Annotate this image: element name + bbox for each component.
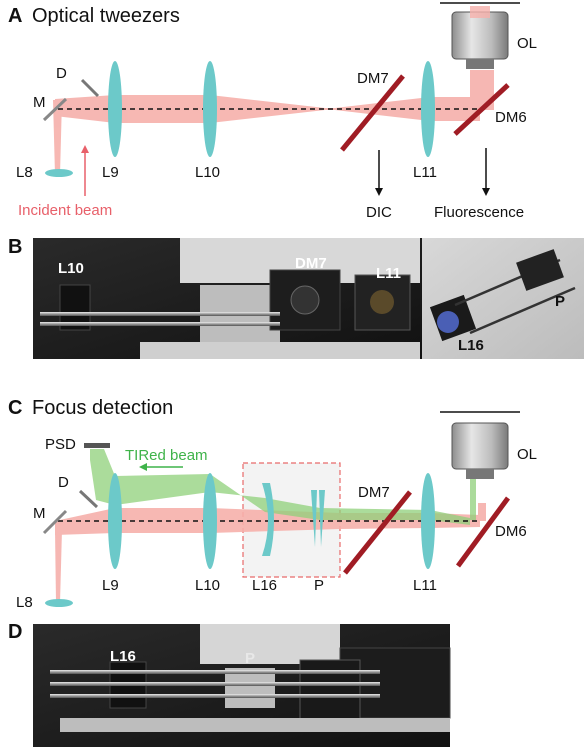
lens-l10-c: [203, 473, 217, 569]
label-incident-beam: Incident beam: [18, 202, 112, 219]
photo-d-rod-2: [50, 682, 380, 686]
label-dm7-c: DM7: [358, 484, 390, 501]
label-ol-c: OL: [517, 446, 537, 463]
mirror-m-a: [42, 97, 68, 122]
dichroic-dm7-c: [343, 490, 412, 575]
label-tired-beam: TIRed beam: [125, 447, 208, 464]
label-dic: DIC: [366, 204, 392, 221]
tired-beam-arrowhead: [139, 463, 147, 471]
label-d-c: D: [58, 474, 69, 491]
label-l16-d: L16: [110, 648, 136, 665]
dichroic-dm6-a: [453, 83, 510, 136]
label-l10-b: L10: [58, 260, 84, 277]
lens-l9-c: [108, 473, 122, 569]
panel-a-letter: A: [8, 5, 22, 27]
label-l10-a: L10: [195, 164, 220, 181]
panel-b-letter: B: [8, 236, 22, 258]
incident-beam-path-c: [55, 530, 62, 603]
photo-d-rod-3: [50, 694, 380, 698]
panel-a-title: Optical tweezers: [32, 5, 180, 27]
panel-a: A Optical tweezers D M L8 L9 L10 L11 Inc…: [8, 2, 537, 221]
prism-p-2: [319, 490, 325, 547]
label-l9-a: L9: [102, 164, 119, 181]
photo-b-rail: [140, 342, 420, 359]
photo-d-rod-1: [50, 670, 380, 674]
photo-b-right: [422, 238, 584, 359]
panel-d-letter: D: [8, 621, 22, 643]
label-m-c: M: [33, 505, 46, 522]
label-l11-a: L11: [413, 164, 437, 181]
lens-l16-c: [262, 483, 274, 556]
label-dm6-a: DM6: [495, 109, 527, 126]
label-p-d: P: [245, 650, 255, 667]
label-p-c: P: [314, 577, 324, 594]
fluorescence-arrowhead: [482, 188, 490, 196]
panel-b: B L10 DM7 L11 P L16: [8, 236, 584, 359]
label-psd: PSD: [45, 436, 76, 453]
label-ol-a: OL: [517, 35, 537, 52]
tired-beam-from-objective: [470, 474, 476, 520]
beam-to-objective-c: [478, 503, 486, 521]
photo-b-p-mount: [516, 249, 564, 291]
lens-l9-a: [108, 61, 122, 157]
objective-beam-a: [470, 6, 490, 18]
objective-nose-c: [466, 469, 494, 479]
photo-d-rail: [60, 718, 450, 732]
panel-d: D L16 P: [8, 621, 451, 747]
objective-body-c: [451, 422, 509, 470]
panel-c: C Focus detection PSD D M TIRed beam: [8, 397, 537, 611]
photo-d-p-mount: [225, 668, 275, 708]
photo-d-frame: [200, 624, 340, 664]
panel-c-letter: C: [8, 397, 22, 419]
psd-detector: [84, 443, 110, 448]
photo-d-dm7-mount: [299, 659, 361, 721]
label-dm7-b: DM7: [295, 255, 327, 272]
photo-b-rod-1: [40, 312, 280, 316]
photo-b-l11-lens: [370, 290, 394, 314]
objective-nose-a: [466, 59, 494, 69]
lens-l11-c: [421, 473, 435, 569]
label-dm7-a: DM7: [357, 70, 389, 87]
aperture-d-a: [80, 78, 100, 98]
panel-c-title: Focus detection: [32, 397, 173, 419]
label-m-a: M: [33, 94, 46, 111]
label-l9-c: L9: [102, 577, 119, 594]
label-l10-c: L10: [195, 577, 220, 594]
label-l16-b: L16: [458, 337, 484, 354]
photo-b-cube-port: [290, 285, 320, 315]
label-fluorescence: Fluorescence: [434, 204, 524, 221]
prism-p-1: [311, 490, 317, 547]
photo-b-cage-rod-2: [469, 286, 576, 335]
aperture-d-c: [78, 489, 99, 509]
dichroic-dm7-a: [340, 74, 405, 152]
photo-b-rod-2: [40, 322, 280, 326]
label-l8-c: L8: [16, 594, 33, 611]
lens-l11-a: [421, 61, 435, 157]
incident-arrowhead-a: [81, 145, 89, 153]
incident-beam-path: [53, 100, 62, 175]
lens-l8-a: [45, 169, 73, 177]
lens-l10-a: [203, 61, 217, 157]
label-dm6-c: DM6: [495, 523, 527, 540]
mirror-m-c: [42, 509, 68, 535]
label-l16-c: L16: [252, 577, 277, 594]
photo-b-l16-lens: [437, 311, 459, 333]
label-l11-b: L11: [376, 265, 401, 282]
objective-body-a: [451, 11, 509, 60]
label-d-a: D: [56, 65, 67, 82]
label-p-b: P: [555, 293, 565, 310]
label-l11-c: L11: [413, 577, 437, 594]
dichroic-dm6-c: [455, 496, 511, 568]
dic-arrowhead: [375, 188, 383, 196]
label-l8-a: L8: [16, 164, 33, 181]
lens-l8-c: [45, 599, 73, 607]
